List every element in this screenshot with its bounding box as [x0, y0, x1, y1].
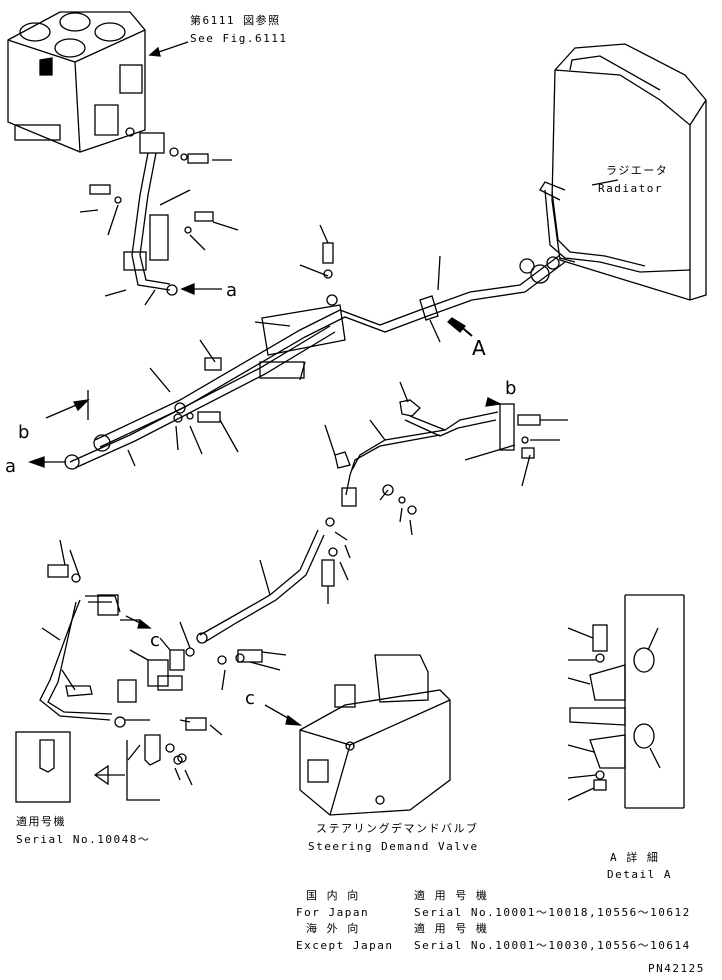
app-r3-right: 適 用 号 機 — [414, 922, 489, 935]
leader-lower-bracket — [127, 719, 223, 786]
part-number: PN42125 — [648, 962, 705, 975]
callout-c-low: c — [245, 688, 255, 709]
pipe-b-assembly — [334, 399, 541, 515]
leader-hose — [221, 544, 351, 691]
leader-lower-left — [41, 539, 150, 721]
arrow-A — [447, 317, 466, 333]
app-r2-left: For Japan — [296, 906, 370, 919]
leader-lines — [79, 159, 239, 306]
leader-detail — [567, 627, 661, 801]
tank-assembly — [7, 11, 146, 153]
pipe-tank-down — [123, 132, 178, 296]
lower-bracket — [126, 717, 207, 801]
radiator-jp: ラジエータ — [606, 164, 669, 177]
app-r1-right: 適 用 号 機 — [414, 889, 489, 902]
hose-to-valve — [196, 517, 348, 665]
app-r4-left: Except Japan — [296, 939, 394, 952]
valve-en: Steering Demand Valve — [308, 840, 479, 853]
callout-b-mid: b — [505, 378, 517, 399]
valve-jp: ステアリングデマンドバルブ — [316, 822, 479, 835]
app-r3-left: 海 外 向 — [306, 922, 360, 935]
leader-radiator — [559, 179, 619, 263]
ref-fig-jp: 第6111 図参照 — [190, 14, 281, 27]
main-pipes — [64, 254, 566, 470]
leader-b — [324, 381, 568, 536]
callout-b-left: b — [18, 422, 30, 443]
leader-flange — [129, 621, 191, 661]
callout-A: A — [472, 336, 486, 360]
serial-inset-jp: 適用号機 — [16, 815, 66, 828]
radiator-en: Radiator — [598, 182, 663, 195]
callout-a-top: a — [226, 280, 238, 301]
lower-left-pipe — [39, 564, 137, 728]
arrow-inset — [93, 764, 125, 786]
leader-lines-mid — [127, 224, 441, 467]
serial-inset-en: Serial No.10048～ — [16, 833, 151, 846]
app-r2-right: Serial No.10001～10018,10556～10612 — [414, 906, 691, 919]
ref-fig-en: See Fig.6111 — [190, 32, 288, 45]
callout-a-left: a — [5, 456, 17, 477]
callout-c-mid: c — [150, 630, 160, 651]
steering-valve — [299, 654, 451, 816]
app-r4-right: Serial No.10001～10030,10556～10614 — [414, 939, 691, 952]
detail-a-en: Detail A — [607, 868, 672, 881]
flange-parts — [147, 647, 195, 691]
bolts-mid — [173, 242, 334, 423]
bolts-upper-left — [89, 127, 214, 234]
radiator — [519, 43, 707, 301]
app-r1-left: 国 内 向 — [306, 889, 360, 902]
detail-a-jp: A 詳 細 — [610, 851, 660, 864]
serial-inset-box — [15, 731, 71, 803]
